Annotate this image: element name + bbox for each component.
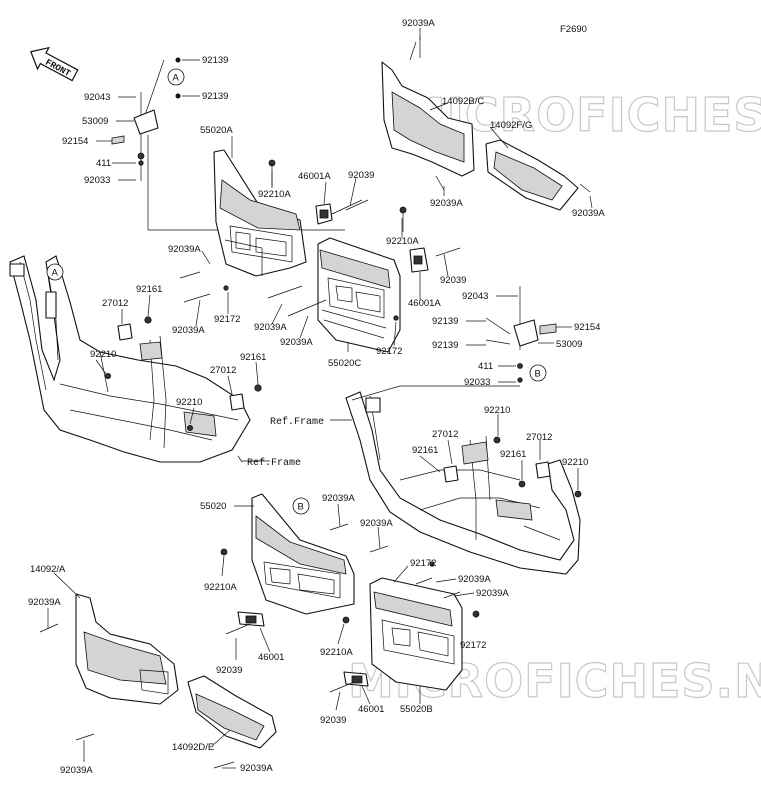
- label-27012: 27012: [210, 365, 236, 376]
- latch-46001a-upper: [315, 199, 363, 225]
- label-92172: 92172: [410, 558, 436, 569]
- label-92154: 92154: [62, 136, 88, 147]
- hinge-27012-left-upper: [117, 316, 152, 341]
- label-46001: 46001: [258, 652, 284, 663]
- label-92210: 92210: [562, 457, 588, 468]
- label-92039a: 92039A: [360, 518, 393, 529]
- leader-lines: [47, 28, 593, 769]
- label-14092fg: 14092F/G: [490, 120, 532, 131]
- hinge-assembly-b: B: [351, 286, 557, 401]
- label-92210a: 92210A: [320, 647, 353, 658]
- label-92161: 92161: [240, 352, 266, 363]
- hinge-27012-right-1: [443, 436, 501, 483]
- label-27012: 27012: [432, 429, 458, 440]
- label-92039a: 92039A: [572, 208, 605, 219]
- label-46001: 46001: [358, 704, 384, 715]
- label-ref-frame: Ref.Frame: [247, 457, 301, 469]
- label-53009: 53009: [82, 116, 108, 127]
- frame-right-assembly: [345, 391, 581, 575]
- label-92161: 92161: [500, 449, 526, 460]
- label-92172: 92172: [376, 346, 402, 357]
- label-92039a: 92039A: [172, 325, 205, 336]
- label-92210a: 92210A: [258, 189, 291, 200]
- label-92139: 92139: [202, 91, 228, 102]
- hinge-assembly-a: A: [111, 57, 345, 231]
- label-92139: 92139: [432, 340, 458, 351]
- label-92154: 92154: [574, 322, 600, 333]
- frame-left-assembly: A: [9, 255, 251, 463]
- label-53009: 53009: [556, 339, 582, 350]
- label-92039: 92039: [440, 275, 466, 286]
- label-92210: 92210: [176, 397, 202, 408]
- label-92172: 92172: [214, 314, 240, 325]
- latch-46001-left: [225, 611, 265, 635]
- label-92043: 92043: [462, 291, 488, 302]
- label-92039a: 92039A: [402, 18, 435, 29]
- trim-14092a: [75, 593, 179, 705]
- label-55020c: 55020C: [328, 358, 361, 369]
- hinge-27012-left-lower: [229, 384, 262, 411]
- door-panel-55020a: [213, 149, 307, 277]
- label-92039a: 92039A: [322, 493, 355, 504]
- label-92039a: 92039A: [430, 198, 463, 209]
- trim-14092de: [187, 675, 277, 749]
- label-92043: 92043: [84, 92, 110, 103]
- label-411: 411: [478, 361, 493, 372]
- latch-46001-right: [329, 671, 369, 693]
- label-46001a: 46001A: [408, 298, 441, 309]
- label-14092bc: 14092B/C: [442, 96, 484, 107]
- label-55020a: 55020A: [200, 125, 233, 136]
- label-92039a: 92039A: [240, 763, 273, 774]
- label-92039a: 92039A: [476, 588, 509, 599]
- label-92039a: 92039A: [254, 322, 287, 333]
- label-14092a: 14092/A: [30, 564, 66, 575]
- label-27012: 27012: [102, 298, 128, 309]
- label-92039: 92039: [320, 715, 346, 726]
- label-92161: 92161: [136, 284, 162, 295]
- label-27012: 27012: [526, 432, 552, 443]
- label-ref-frame: Ref.Frame: [270, 416, 324, 428]
- door-panel-55020b: [342, 577, 480, 691]
- hinge-27012-right-2: [518, 461, 582, 498]
- door-panel-55020: B: [220, 493, 355, 615]
- latch-46001a-right: [409, 247, 429, 273]
- label-92210: 92210: [484, 405, 510, 416]
- trim-14092bc: [381, 36, 475, 177]
- callout-b-top: B: [535, 369, 541, 380]
- label-92039a: 92039A: [28, 597, 61, 608]
- label-92172: 92172: [460, 640, 486, 651]
- trim-14092fg: [485, 139, 579, 211]
- label-55020b: 55020B: [400, 704, 433, 715]
- bolt-92210-left: [105, 372, 112, 379]
- label-92039a: 92039A: [60, 765, 93, 776]
- label-46001a: 46001A: [298, 171, 331, 182]
- label-92039a: 92039A: [458, 574, 491, 585]
- callout-b-panel: B: [298, 502, 304, 513]
- label-92210: 92210: [90, 349, 116, 360]
- label-14092de: 14092D/E: [172, 742, 214, 753]
- label-92210a: 92210A: [204, 582, 237, 593]
- label-55020: 55020: [200, 501, 226, 512]
- label-92139: 92139: [202, 55, 228, 66]
- label-92033: 92033: [84, 175, 110, 186]
- figure-id: F2690: [560, 24, 587, 35]
- label-92039a: 92039A: [280, 337, 313, 348]
- label-92033: 92033: [464, 377, 490, 388]
- label-92139: 92139: [432, 316, 458, 327]
- callout-a-frame: A: [52, 268, 59, 279]
- front-arrow-icon: FRONT: [29, 46, 79, 82]
- part-labels: 92039A 92139 92139 92043 53009 92154 411…: [28, 18, 605, 776]
- callout-a-top: A: [173, 73, 180, 84]
- label-92039: 92039: [348, 170, 374, 181]
- label-92210a: 92210A: [386, 236, 419, 247]
- label-92161: 92161: [412, 445, 438, 456]
- label-92039a: 92039A: [168, 244, 201, 255]
- door-panel-55020c: [317, 206, 407, 353]
- label-411: 411: [96, 158, 111, 169]
- bolt-92210-left-2: [186, 424, 193, 431]
- rivets: [39, 175, 591, 769]
- label-92039: 92039: [216, 665, 242, 676]
